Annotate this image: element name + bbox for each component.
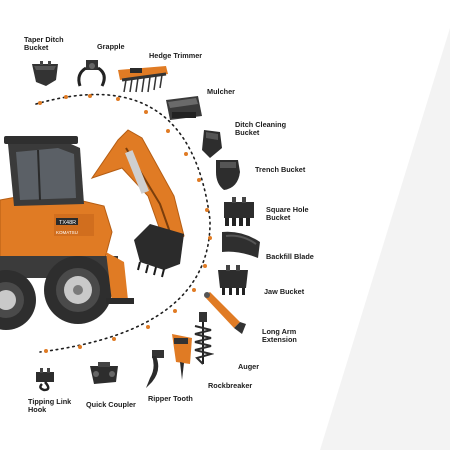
label-hedge-trimmer: Hedge Trimmer <box>149 51 203 60</box>
rockbreaker-icon <box>172 334 192 380</box>
tipping-link-hook-icon <box>36 368 54 392</box>
label-ditch-cleaning-bucket: Ditch Cleaning Bucket <box>235 120 287 138</box>
label-rockbreaker: Rockbreaker <box>208 381 253 390</box>
label-trench-bucket: Trench Bucket <box>255 165 306 174</box>
label-jaw-bucket: Jaw Bucket <box>264 287 305 296</box>
model-plate: TX48R <box>59 220 76 226</box>
square-hole-bucket-icon <box>224 197 254 226</box>
ripper-tooth-icon <box>146 350 164 388</box>
label-tipping-link-hook: Tipping Link Hook <box>28 397 72 415</box>
taper-ditch-bucket-icon <box>32 61 58 86</box>
label-backfill-blade: Backfill Blade <box>266 252 314 261</box>
label-auger: Auger <box>238 362 260 371</box>
label-ripper-tooth: Ripper Tooth <box>148 394 193 403</box>
hedge-trimmer-icon <box>118 66 168 93</box>
long-arm-extension-icon <box>204 292 246 334</box>
label-square-hole-bucket: Square Hole Bucket <box>266 205 309 223</box>
brand-plate: KOMATSU <box>56 230 78 235</box>
backfill-blade-icon <box>222 231 260 258</box>
jaw-bucket-icon <box>218 265 248 295</box>
label-taper-ditch-bucket: Taper Ditch Bucket <box>24 35 64 53</box>
quick-coupler-icon <box>90 362 118 384</box>
label-mulcher: Mulcher <box>207 87 235 96</box>
auger-icon <box>194 312 214 365</box>
grapple-icon <box>77 60 106 87</box>
ditch-cleaning-bucket-icon <box>202 130 222 158</box>
label-quick-coupler: Quick Coupler <box>86 400 136 409</box>
trench-bucket-icon <box>216 160 240 190</box>
label-long-arm-extension: Long Arm Extension <box>262 327 297 345</box>
label-grapple: Grapple <box>97 42 125 51</box>
mulcher-icon <box>166 96 202 120</box>
